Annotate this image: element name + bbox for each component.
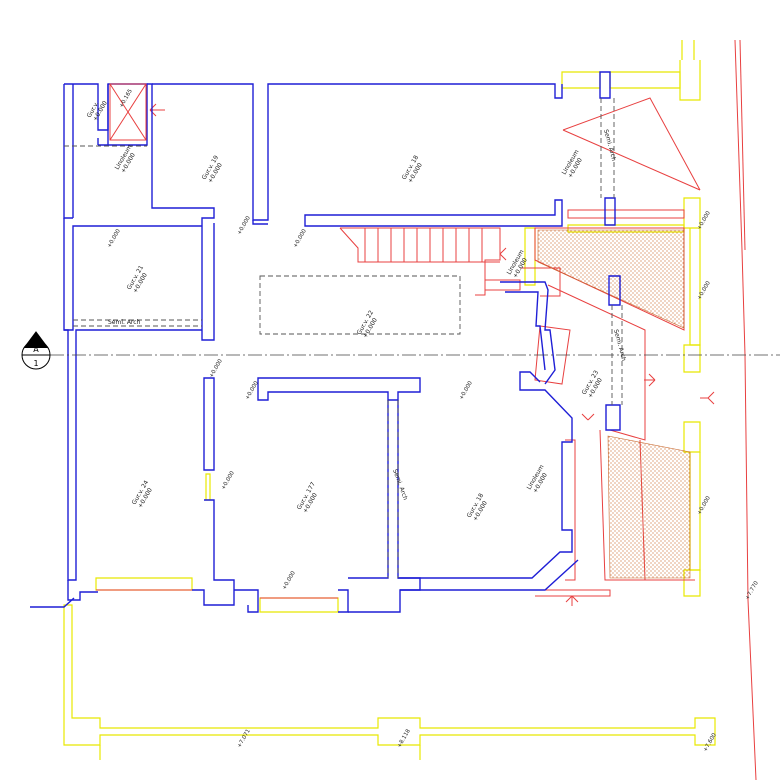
arch-label: Semi. Arch xyxy=(612,329,627,362)
dashed-lines xyxy=(64,98,623,578)
blue-walls xyxy=(30,71,621,613)
red-elements xyxy=(96,39,757,780)
section-number: 1 xyxy=(33,359,38,368)
yellow-outlines xyxy=(63,40,716,760)
arch-label: Semi. Arch xyxy=(602,129,617,162)
room-label: Linoleum +0.000 xyxy=(506,249,529,280)
elevation-mark: +0.000 xyxy=(697,210,713,231)
elevation-mark: +0.000 xyxy=(221,470,237,491)
room-labels: Gur.v. +0.000 Linoleum +0.000 Gur.v. 19 … xyxy=(86,100,604,523)
section-letter: A xyxy=(33,345,39,354)
elevation-mark: +0.000 xyxy=(209,358,225,379)
room-label: Linoleum +0.000 xyxy=(526,464,549,495)
elevation-mark: +7.600 xyxy=(703,732,719,753)
shaft-box xyxy=(109,83,147,141)
elevation-mark: +0.000 xyxy=(107,228,123,249)
room-label: Linoleum +0.000 xyxy=(561,149,584,180)
room-label: Linoleum +0.000 xyxy=(114,144,137,175)
elevation-mark: +7.770 xyxy=(745,580,761,601)
elevation-mark: +0.000 xyxy=(237,215,253,236)
room-label: Gur.v. 22 +0.000 xyxy=(356,309,379,339)
section-axis: A 1 xyxy=(21,331,780,370)
elevation-mark: +0.000 xyxy=(459,380,475,401)
hatched-area-upper xyxy=(537,229,685,329)
elevation-mark: +0.000 xyxy=(697,495,713,516)
elevation-mark: +0.000 xyxy=(282,570,298,591)
room-label: Gur.v. 23 +0.000 xyxy=(581,369,604,399)
elevation-mark: +7.071 xyxy=(237,728,252,749)
room-label: Gur.v. 18 +0.000 xyxy=(466,492,489,522)
arch-label: Semi. Arch xyxy=(108,319,141,326)
elevation-mark: +8.118 xyxy=(397,728,413,749)
arch-label: Semi. Arch xyxy=(391,468,409,501)
hatched-area-lower xyxy=(607,435,691,579)
elevation-mark: +0.000 xyxy=(697,280,713,301)
room-label: Gur.v. 18 +0.000 xyxy=(401,154,424,184)
room-label: Gur.v. 21 +0.000 xyxy=(126,264,149,294)
room-label: Gur.v. 19 +0.000 xyxy=(201,154,224,184)
room-label: Gur.v. 24 +0.000 xyxy=(131,479,154,509)
elevation-mark: +0.000 xyxy=(293,228,309,249)
room-label: Gur.v. 177 +0.000 xyxy=(296,481,319,515)
